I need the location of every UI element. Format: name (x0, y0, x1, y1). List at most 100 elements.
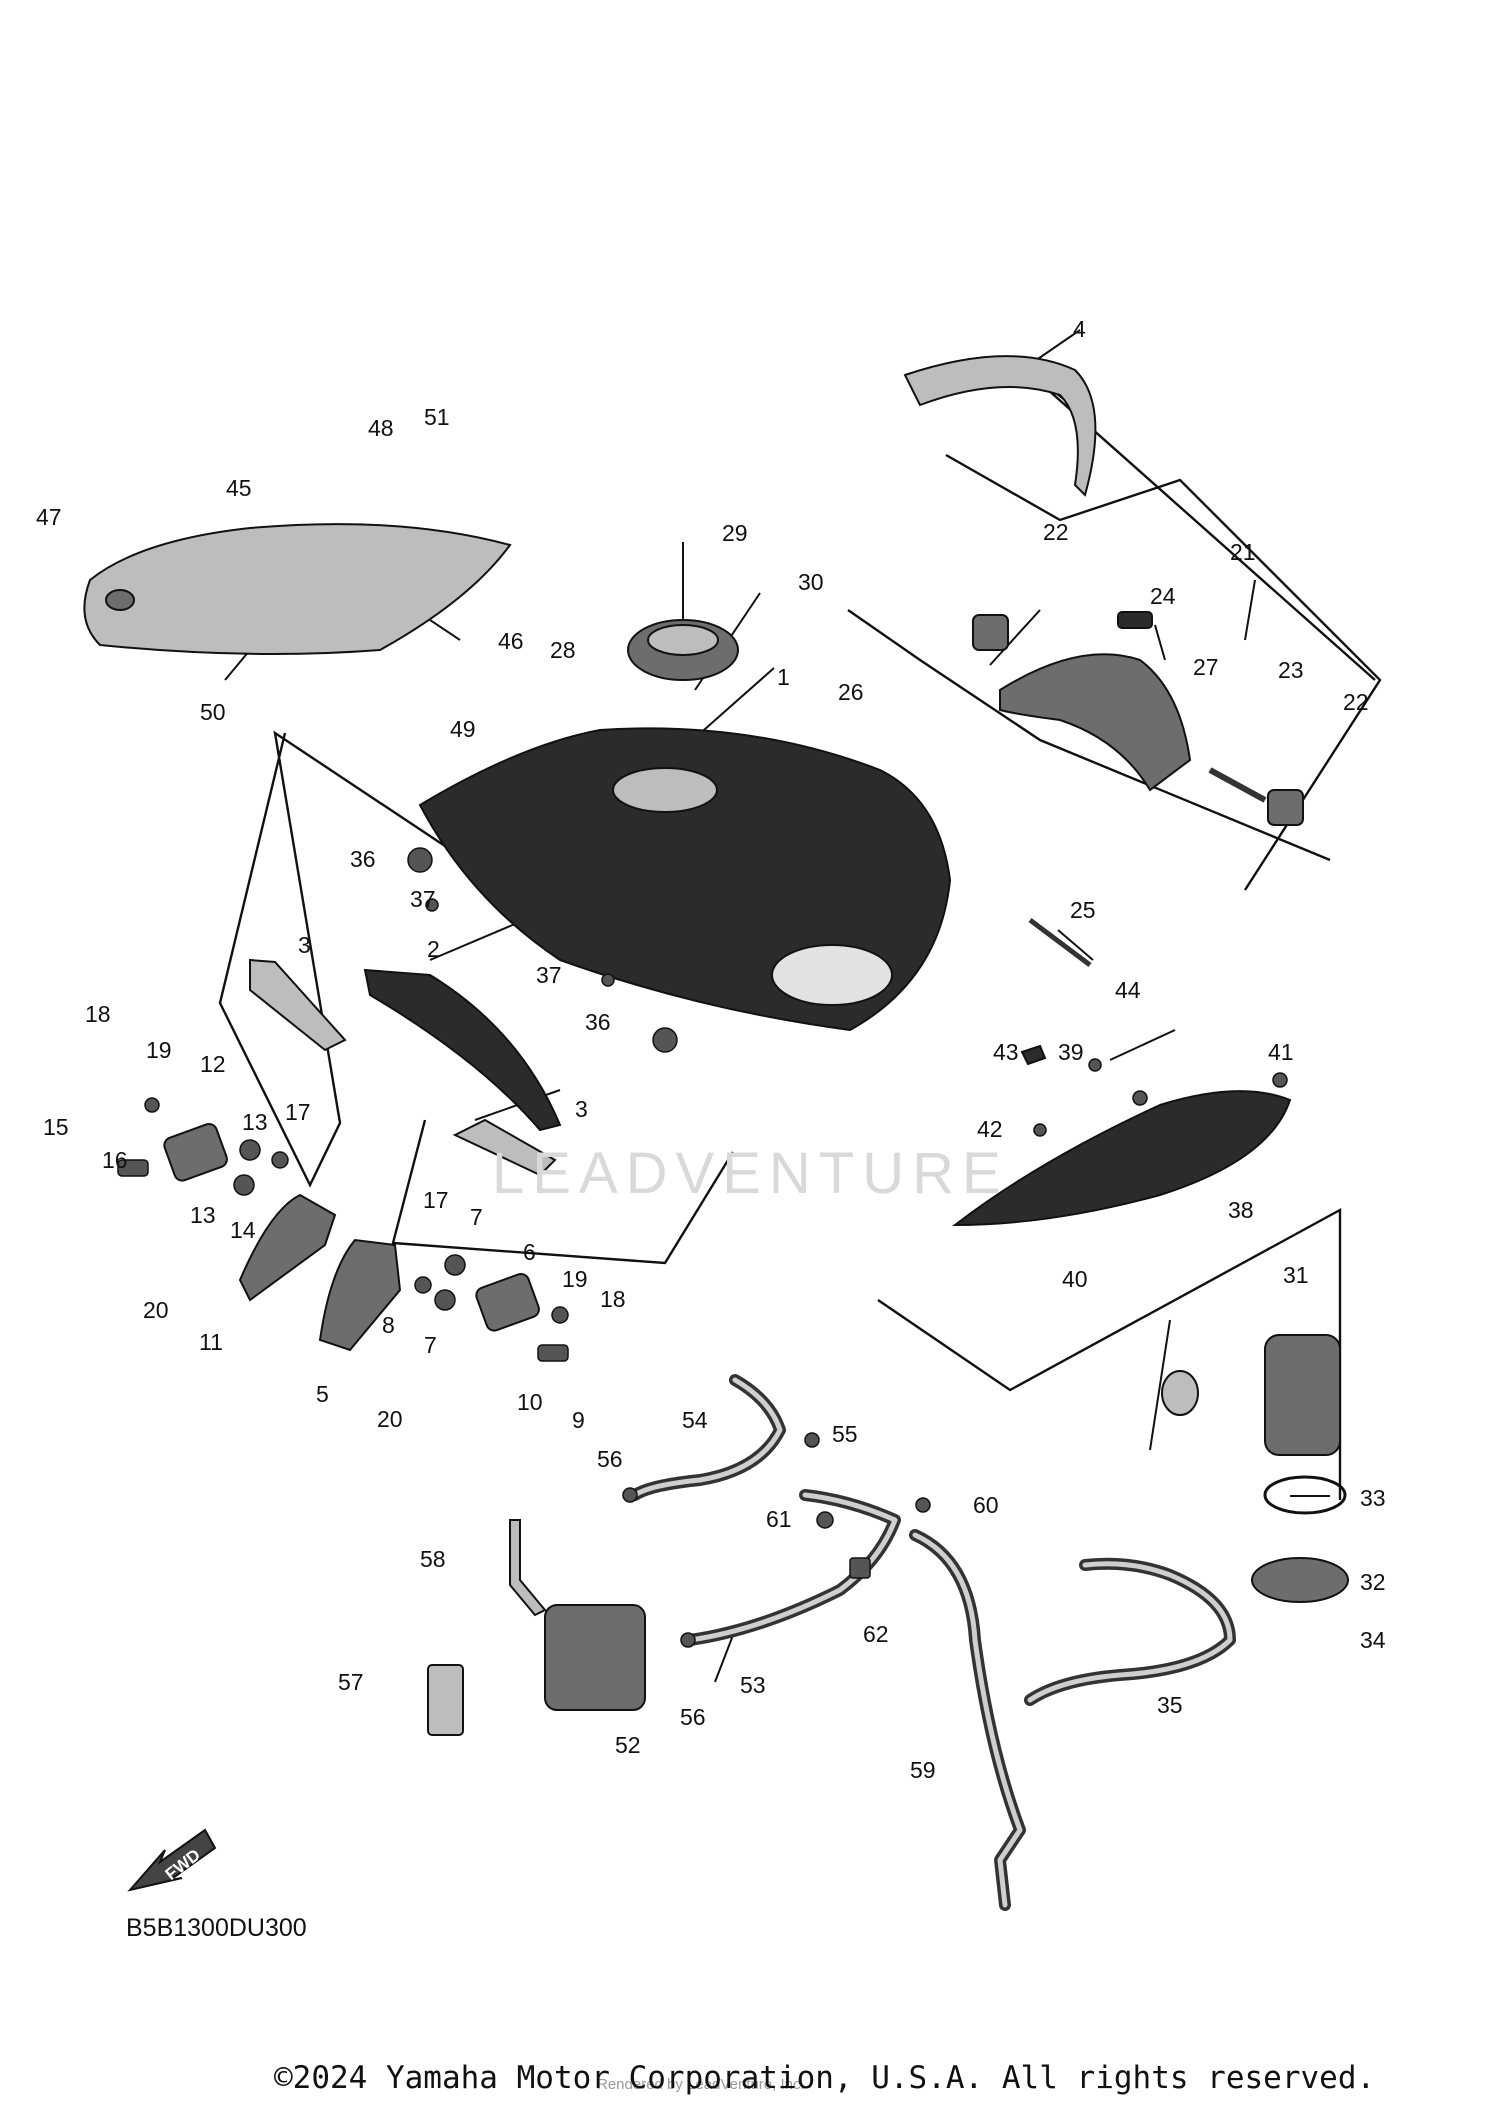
callout-4: 4 (1073, 316, 1086, 342)
callout-10: 10 (517, 1389, 543, 1415)
part-43-grommet (1020, 1044, 1047, 1066)
part-45-hole (105, 589, 135, 611)
callout-13b: 13 (190, 1202, 216, 1228)
callout-7b: 7 (424, 1332, 437, 1358)
callout-33: 33 (1360, 1485, 1386, 1511)
callout-23: 23 (1278, 657, 1304, 683)
callout-46: 46 (498, 628, 524, 654)
callout-3b: 3 (575, 1096, 588, 1122)
callout-50: 50 (200, 699, 226, 725)
callout-34: 34 (1360, 1627, 1386, 1653)
part-25-bolt (1028, 918, 1092, 967)
part-22-damper-right (1267, 789, 1304, 826)
callout-37b: 37 (536, 962, 562, 988)
callout-58: 58 (420, 1546, 446, 1572)
callout-24: 24 (1150, 583, 1176, 609)
callout-7a: 7 (470, 1204, 483, 1230)
hose-clips (622, 1432, 931, 1648)
callout-43: 43 (993, 1039, 1019, 1065)
callout-54: 54 (682, 1407, 708, 1433)
callout-5: 5 (316, 1381, 329, 1407)
part-31-filter (1161, 1370, 1199, 1416)
callout-21: 21 (1230, 539, 1256, 565)
diagram-code: B5B1300DU300 (126, 1914, 307, 1942)
callout-12: 12 (200, 1051, 226, 1077)
callout-17a: 17 (285, 1099, 311, 1125)
callout-62: 62 (863, 1621, 889, 1647)
callout-15: 15 (43, 1114, 69, 1140)
part-1-filler-neck (612, 767, 718, 813)
callout-57: 57 (338, 1669, 364, 1695)
callout-53: 53 (740, 1672, 766, 1698)
leadventure-watermark: LEADVENTURE (492, 1141, 1009, 1206)
callout-51: 51 (424, 404, 450, 430)
callout-47: 47 (36, 504, 62, 530)
callout-45: 45 (226, 475, 252, 501)
callout-48: 48 (368, 415, 394, 441)
callout-14: 14 (230, 1217, 256, 1243)
callout-59: 59 (910, 1757, 936, 1783)
callout-18a: 18 (85, 1001, 111, 1027)
part-33-gasket (1263, 1475, 1347, 1515)
part-28-fuel-cap-top (647, 624, 719, 656)
part-31-fuel-pump (1264, 1334, 1341, 1456)
copyright-notice: ©2024 Yamaha Motor Corporation, U.S.A. A… (274, 2060, 1376, 2096)
small-fasteners (117, 847, 1288, 1362)
part-2-pad (363, 968, 562, 1132)
callout-27: 27 (1193, 654, 1219, 680)
callout-31: 31 (1283, 1262, 1309, 1288)
part-3-pad-lower (452, 1118, 557, 1177)
callout-28: 28 (550, 637, 576, 663)
part-23-rod (1208, 767, 1267, 803)
callout-22b: 22 (1343, 689, 1369, 715)
part-57-pad (427, 1664, 464, 1736)
callout-38: 38 (1228, 1197, 1254, 1223)
callout-37a: 37 (410, 886, 436, 912)
callout-19a: 19 (146, 1037, 172, 1063)
part-4-strap (903, 355, 1097, 497)
callout-labels: 1 2 3 3 4 5 6 7 7 8 9 10 11 12 13 13 14 … (36, 316, 1386, 1783)
part-1-pump-opening (771, 944, 893, 1006)
callout-6: 6 (523, 1239, 536, 1265)
callout-13a: 13 (242, 1109, 268, 1135)
callout-41: 41 (1268, 1039, 1294, 1065)
part-52-canister (544, 1604, 646, 1711)
callout-60: 60 (973, 1492, 999, 1518)
callout-35: 35 (1157, 1692, 1183, 1718)
part-24-pad (1117, 611, 1153, 629)
callout-56a: 56 (597, 1446, 623, 1472)
callout-36b: 36 (585, 1009, 611, 1035)
part-38-lower-cover (952, 1090, 1292, 1227)
callout-22a: 22 (1043, 519, 1069, 545)
callout-9: 9 (572, 1407, 585, 1433)
part-45-side-cover (83, 523, 512, 655)
part-6-damper (475, 1273, 540, 1332)
callout-25: 25 (1070, 897, 1096, 923)
callout-44: 44 (1115, 977, 1141, 1003)
callout-40: 40 (1062, 1266, 1088, 1292)
callout-19b: 19 (562, 1266, 588, 1292)
part-5-bracket (318, 1238, 402, 1352)
callout-39: 39 (1058, 1039, 1084, 1065)
part-3-pad-upper (249, 958, 347, 1052)
part-32-plate (1251, 1557, 1349, 1603)
part-22-damper-left (972, 614, 1009, 651)
callout-11: 11 (199, 1329, 223, 1355)
callout-32: 32 (1360, 1569, 1386, 1595)
callout-49: 49 (450, 716, 476, 742)
rendered-by-credit: Rendered by LeadVenture, Inc. (597, 2076, 805, 2093)
part-58-bracket (509, 1519, 547, 1617)
callout-36a: 36 (350, 846, 376, 872)
callout-30: 30 (798, 569, 824, 595)
callout-8: 8 (382, 1312, 395, 1338)
callout-52: 52 (615, 1732, 641, 1758)
callout-1: 1 (777, 664, 790, 690)
callout-18b: 18 (600, 1286, 626, 1312)
callout-55: 55 (832, 1421, 858, 1447)
callout-3a: 3 (298, 932, 311, 958)
part-11-bracket (238, 1193, 337, 1302)
callout-61: 61 (766, 1506, 792, 1532)
callout-26: 26 (838, 679, 864, 705)
callout-20b: 20 (377, 1406, 403, 1432)
